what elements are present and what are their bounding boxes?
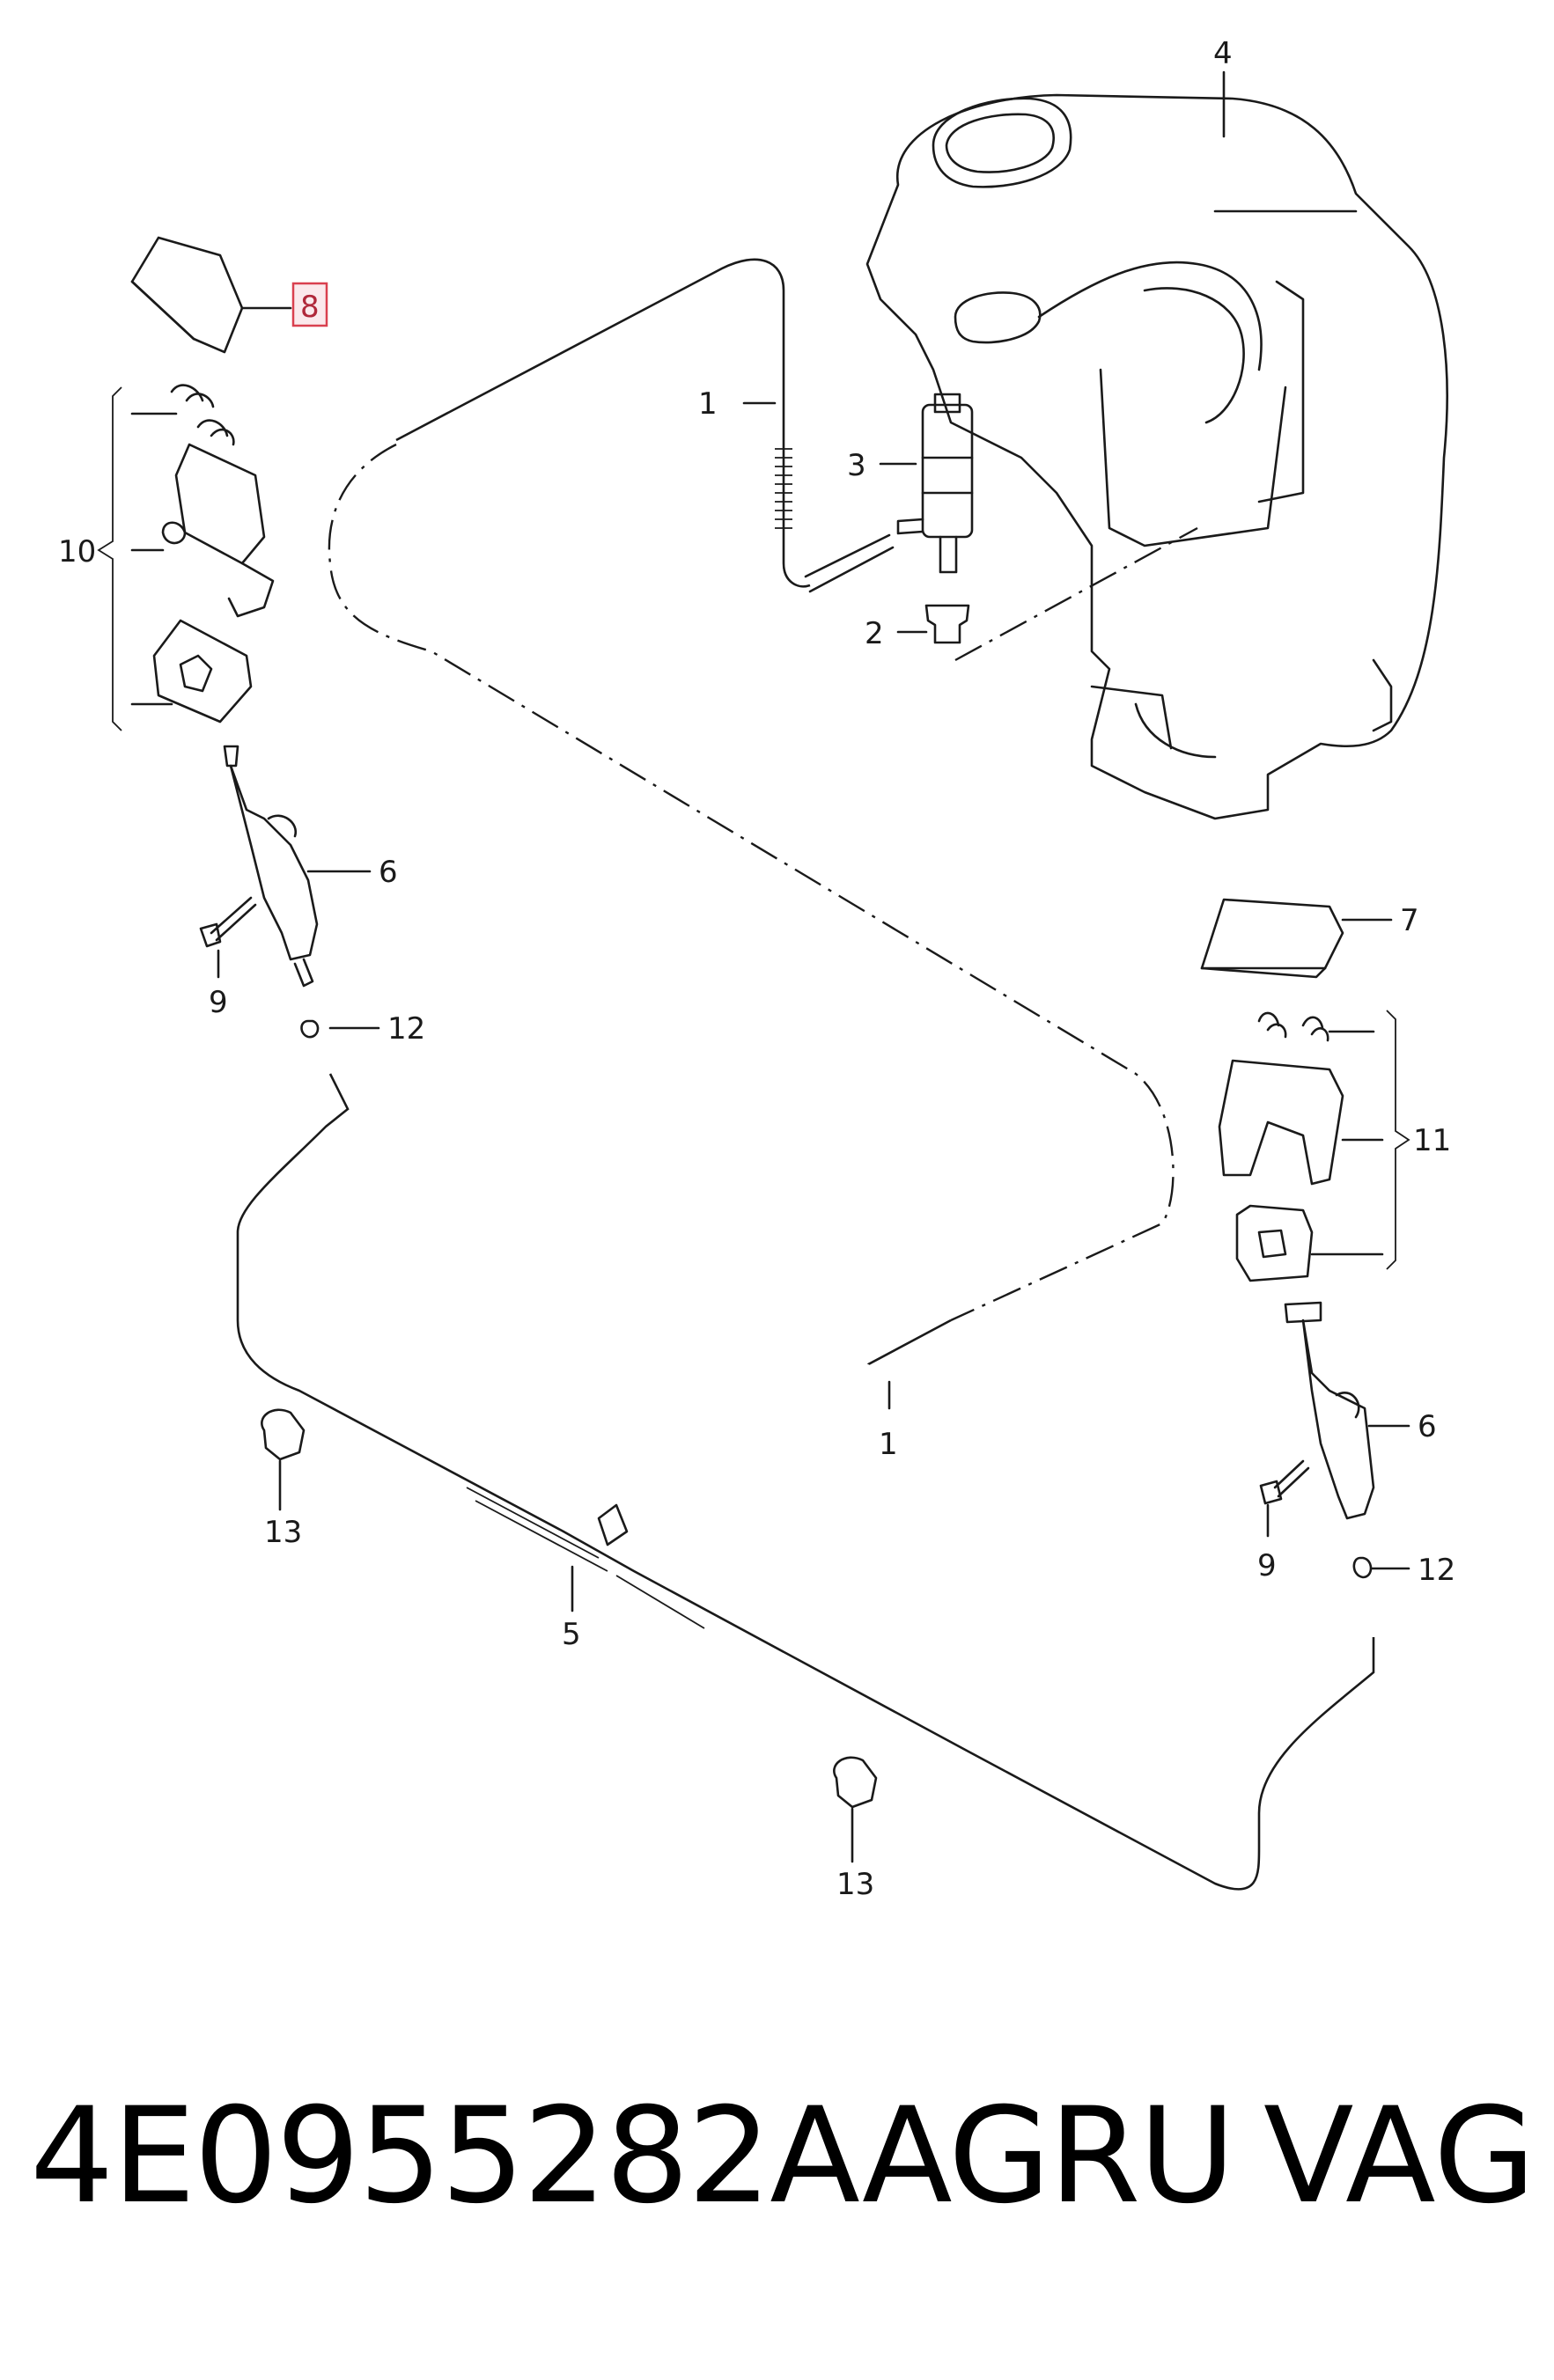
hose-upper (395, 258, 895, 593)
callout-12-right: 12 (1418, 1553, 1455, 1588)
hose-5-assembly (236, 1073, 1375, 1891)
callout-12-left: 12 (387, 1011, 425, 1047)
callout-4: 4 (1213, 36, 1233, 71)
callout-13-right: 13 (836, 1867, 874, 1902)
nozzle-right (1284, 1301, 1375, 1579)
washer-reservoir (865, 93, 1448, 820)
callout-8-highlight (291, 282, 328, 327)
routing-dashed-line (328, 443, 1175, 1322)
callout-3: 3 (847, 448, 866, 483)
callout-10: 10 (58, 534, 96, 569)
callout-6-right: 6 (1418, 1409, 1437, 1444)
washer-pump (896, 393, 974, 574)
screw-left (199, 896, 257, 948)
callout-9-right: 9 (1257, 1548, 1277, 1583)
callout-6-left: 6 (379, 855, 398, 890)
leader-lines (97, 70, 1410, 1863)
pump-grommet (924, 604, 970, 644)
callout-7: 7 (1400, 903, 1419, 938)
callout-11: 11 (1413, 1123, 1451, 1158)
screw-right (1259, 1459, 1310, 1505)
bracket-set-right (1218, 1011, 1344, 1282)
callout-9-left: 9 (209, 985, 228, 1020)
bracket-set-left (152, 384, 275, 724)
clip-right (833, 1756, 878, 1809)
callouts: 4 1 3 2 8 10 6 9 12 7 11 6 9 12 1 5 13 1… (58, 36, 1455, 1902)
cover-left (130, 236, 244, 354)
callout-5: 5 (562, 1617, 581, 1652)
nozzle-left (223, 745, 320, 1039)
callout-8: 8 (300, 290, 320, 325)
callout-1-upper: 1 (698, 386, 718, 422)
cover-right (1200, 898, 1344, 979)
part-number: 4E0955282AAGRU (30, 2080, 1235, 2233)
callout-2: 2 (865, 616, 884, 651)
callout-13-left: 13 (264, 1515, 302, 1550)
brand-name: VAG (1263, 2080, 1536, 2233)
clip-left (261, 1408, 306, 1461)
callout-1-lower: 1 (879, 1427, 898, 1462)
